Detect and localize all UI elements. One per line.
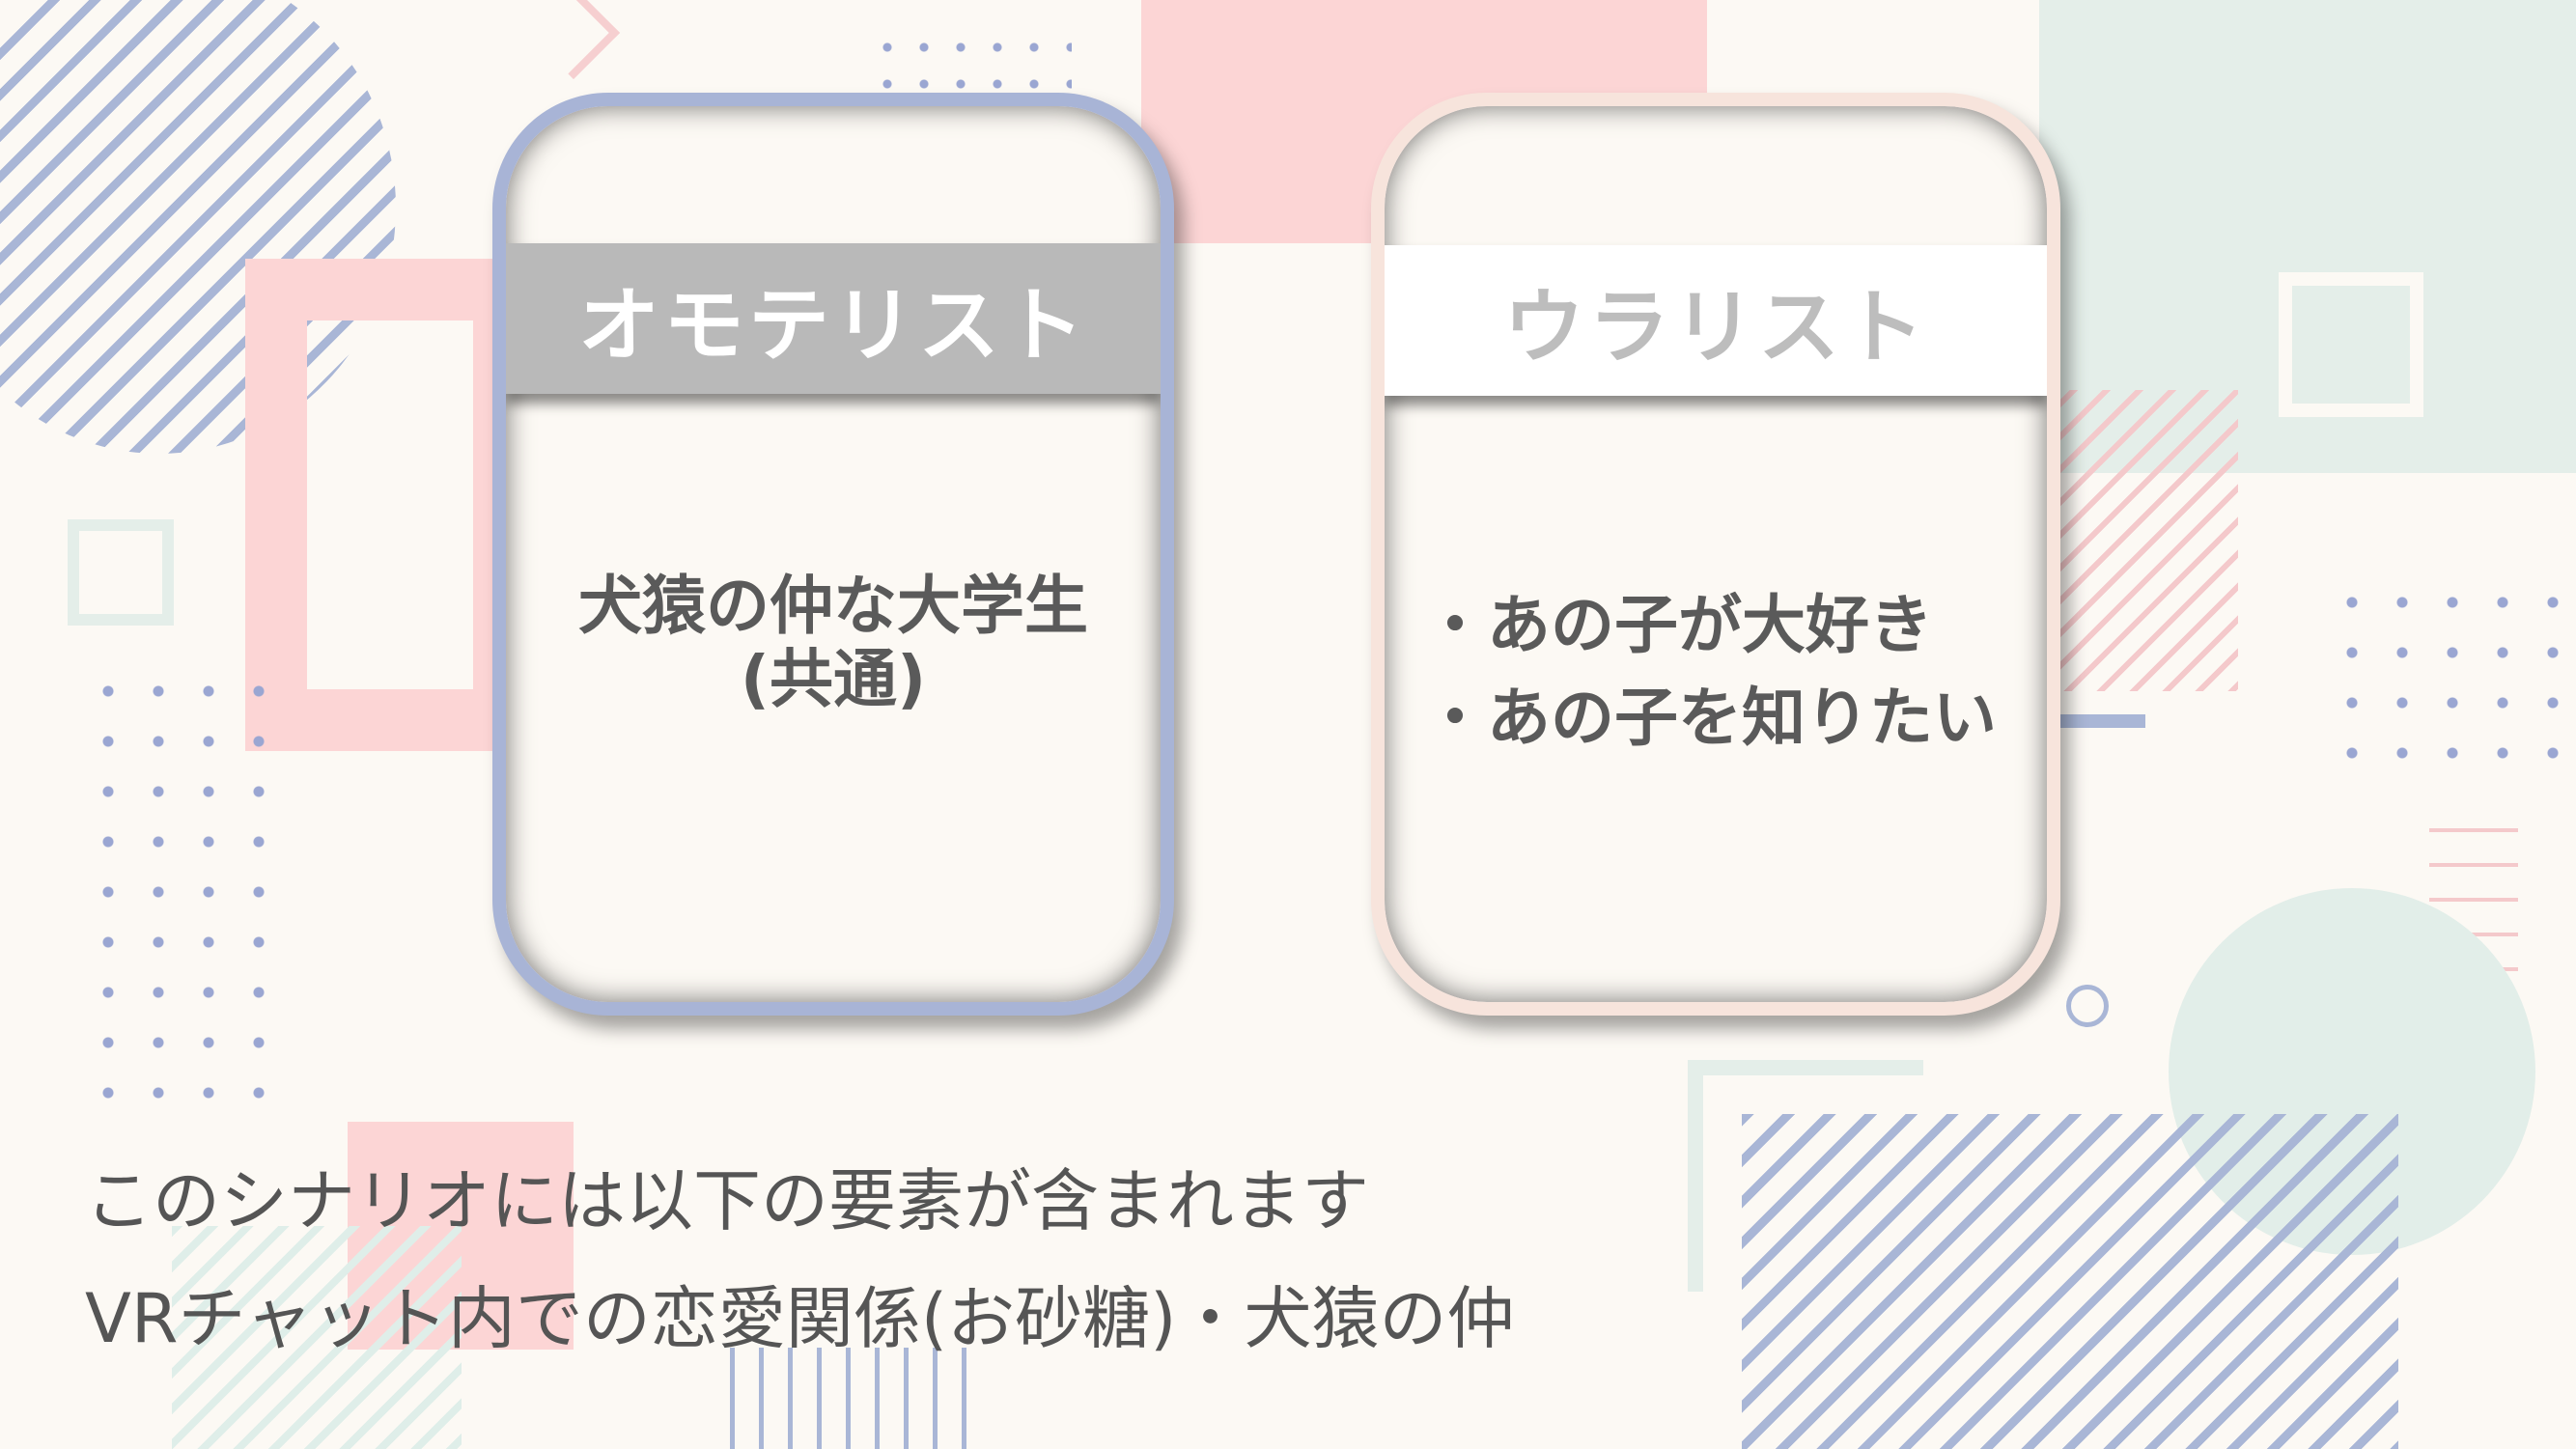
dot-grid-top [869, 29, 1072, 97]
ura-line-2: ・あの子を知りたい [1423, 681, 1997, 755]
striped-circle-decoration [0, 0, 396, 454]
omote-list-body: 犬猿の仲な大学生 (共通) [506, 570, 1161, 716]
blue-ring-decoration [2066, 985, 2109, 1027]
ura-line-1: ・あの子が大好き [1423, 588, 1933, 662]
square-outline-top-right [2279, 272, 2423, 417]
pink-chevron-decoration [526, 0, 621, 80]
blue-bar-right [2039, 714, 2145, 728]
omote-line-1: 犬猿の仲な大学生 [578, 569, 1088, 643]
ura-list-card: ウラリスト ・あの子が大好き ・あの子を知りたい [1371, 93, 2060, 1016]
pink-stripes-right [2037, 390, 2238, 691]
notice-line-1: このシナリオには以下の要素が含まれます [85, 1161, 1369, 1240]
square-outline-left [68, 519, 174, 626]
blue-vertical-lines-bottom [730, 1348, 981, 1449]
omote-list-card: オモテリスト 犬猿の仲な大学生 (共通) [492, 93, 1174, 1016]
dot-grid-left [83, 666, 286, 1120]
pink-frame-left [245, 259, 535, 751]
notice-line-2: VRチャット内での恋愛関係(お砂糖)・犬猿の仲 [85, 1279, 1515, 1358]
dot-grid-right [2327, 577, 2576, 770]
omote-list-title: オモテリスト [506, 243, 1161, 394]
omote-line-2: (共通) [740, 642, 927, 716]
ura-list-body: ・あの子が大好き ・あの子を知りたい [1423, 579, 2047, 765]
blue-stripes-bottom-right [1742, 1114, 2398, 1449]
mint-stripes-bottom [172, 1226, 462, 1449]
mint-frame-bottom-right [1688, 1060, 1923, 1292]
ura-list-title: ウラリスト [1385, 245, 2047, 396]
